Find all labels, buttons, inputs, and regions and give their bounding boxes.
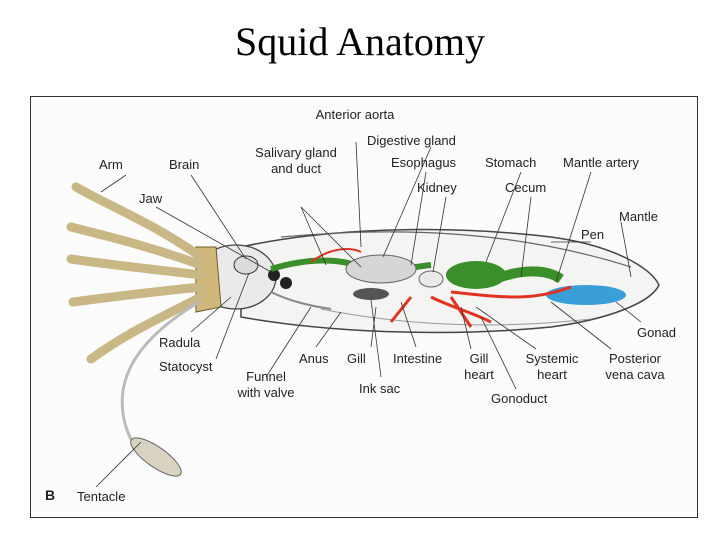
label-pen: Pen (581, 227, 605, 242)
pen-line (280, 231, 632, 268)
stomach-shape (446, 261, 506, 289)
label-arm: Arm (99, 157, 123, 172)
kidney-shape (418, 270, 444, 288)
label-intestine: Intestine (393, 351, 443, 366)
arm-5 (86, 292, 206, 364)
label-statocyst: Statocyst (159, 359, 213, 374)
digestive-gland-shape (345, 254, 417, 284)
label-salivary-gland-and-duct: Salivary gland and duct (255, 145, 337, 176)
label-posterior-vena-cava: Posterior vena cava (605, 351, 665, 382)
funnel-shape (270, 291, 332, 310)
page-title: Squid Anatomy (234, 19, 486, 64)
label-gill: Gill (347, 351, 366, 366)
label-mantle-artery: Mantle artery (563, 155, 639, 170)
label-ink-sac: Ink sac (359, 381, 401, 396)
label-gonoduct: Gonoduct (491, 391, 548, 406)
arm-3 (66, 254, 206, 280)
panel-letter: B (45, 487, 56, 503)
leader-lines (95, 141, 642, 488)
squid-diagram: Arm Brain Jaw Anterior aorta Salivary gl… (30, 96, 698, 518)
label-cecum: Cecum (505, 180, 547, 195)
label-gill-heart: Gill heart (464, 351, 494, 382)
arm-4 (68, 282, 206, 307)
fin-lower (320, 308, 592, 326)
label-tentacle: Tentacle (77, 489, 126, 504)
squid-illustration (66, 141, 660, 488)
jaw-shape-2 (280, 277, 292, 289)
arm-1 (71, 182, 206, 262)
label-jaw: Jaw (139, 191, 163, 206)
label-systemic-heart: Systemic heart (525, 351, 579, 382)
tentacle-stalk (120, 300, 200, 456)
systemic-heart-vessels (389, 295, 492, 328)
ink-sac-shape (353, 288, 389, 300)
label-funnel-with-valve: Funnel with valve (237, 369, 295, 400)
label-stomach: Stomach (485, 155, 537, 170)
label-anus: Anus (299, 351, 329, 366)
label-brain: Brain (169, 157, 200, 172)
anterior-aorta-vessel (310, 248, 362, 263)
label-radula: Radula (159, 335, 201, 350)
label-digestive-gland: Digestive gland (367, 133, 456, 148)
label-anterior-aorta: Anterior aorta (315, 107, 395, 122)
mantle-artery-vessel (450, 285, 572, 299)
label-gonad: Gonad (637, 325, 677, 340)
label-kidney: Kidney (417, 180, 457, 195)
gonad-shape (546, 285, 626, 305)
arm-2 (66, 222, 206, 270)
tentacle-club (130, 437, 182, 477)
label-mantle: Mantle (619, 209, 659, 224)
label-esophagus: Esophagus (391, 155, 457, 170)
